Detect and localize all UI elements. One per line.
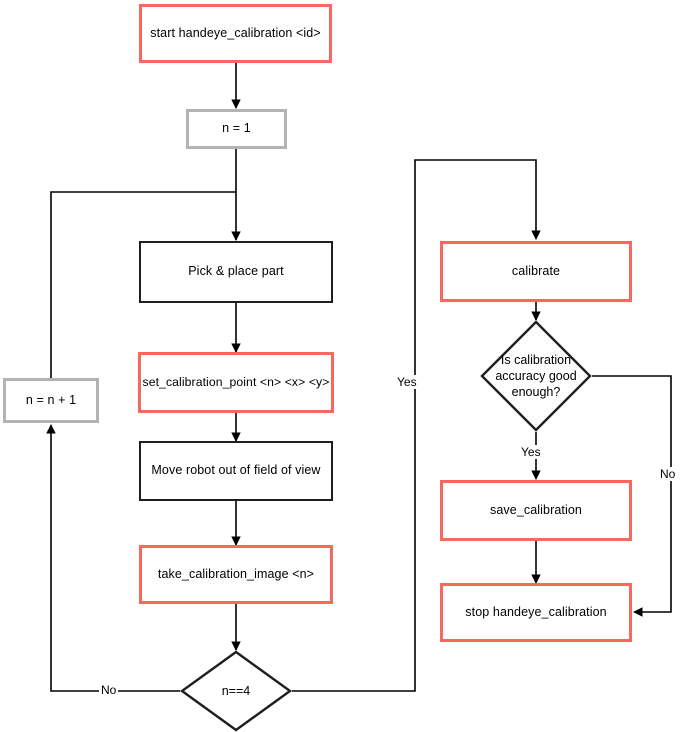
node-loop-check[interactable]: n==4 xyxy=(179,650,293,732)
node-start-label: start handeye_calibration <id> xyxy=(150,25,321,40)
node-increment-counter-label: n = n + 1 xyxy=(25,392,77,407)
node-set-calibration-point[interactable]: set_calibration_point <n> <x> <y> xyxy=(138,352,334,413)
edge-label-accuracy-no: No xyxy=(658,467,678,481)
node-start[interactable]: start handeye_calibration <id> xyxy=(139,4,332,63)
node-move-robot-label: Move robot out of field of view xyxy=(151,463,321,478)
edge-accuracy-no-to-stopcal xyxy=(592,375,672,617)
node-stop-calibration[interactable]: stop handeye_calibration xyxy=(440,583,632,642)
node-increment-counter[interactable]: n = n + 1 xyxy=(3,378,99,423)
edge-label-loop-no: No xyxy=(99,683,119,697)
edge-loopcheck-yes-to-calibrate xyxy=(292,159,541,692)
node-take-calibration-image-label: take_calibration_image <n> xyxy=(157,566,315,581)
node-accuracy-check[interactable]: Is calibration accuracy good enough? xyxy=(480,320,592,432)
node-set-calibration-point-label: set_calibration_point <n> <x> <y> xyxy=(142,374,330,389)
node-pick-and-place[interactable]: Pick & place part xyxy=(139,241,333,303)
node-init-counter-label: n = 1 xyxy=(222,121,251,136)
node-calibrate-label: calibrate xyxy=(511,263,561,278)
edge-loopcheck-no-to-counter xyxy=(46,424,180,692)
node-init-counter[interactable]: n = 1 xyxy=(186,109,287,149)
node-calibrate[interactable]: calibrate xyxy=(440,241,632,302)
edge-label-accuracy-yes: Yes xyxy=(519,445,543,459)
node-save-calibration-label: save_calibration xyxy=(490,502,582,517)
node-move-robot[interactable]: Move robot out of field of view xyxy=(139,441,333,501)
edge-counter-to-pick xyxy=(50,191,236,378)
node-stop-calibration-label: stop handeye_calibration xyxy=(465,604,607,619)
node-take-calibration-image[interactable]: take_calibration_image <n> xyxy=(139,545,333,604)
node-save-calibration[interactable]: save_calibration xyxy=(440,480,632,541)
edge-label-loop-yes: Yes xyxy=(395,375,419,389)
node-pick-and-place-label: Pick & place part xyxy=(188,264,284,279)
